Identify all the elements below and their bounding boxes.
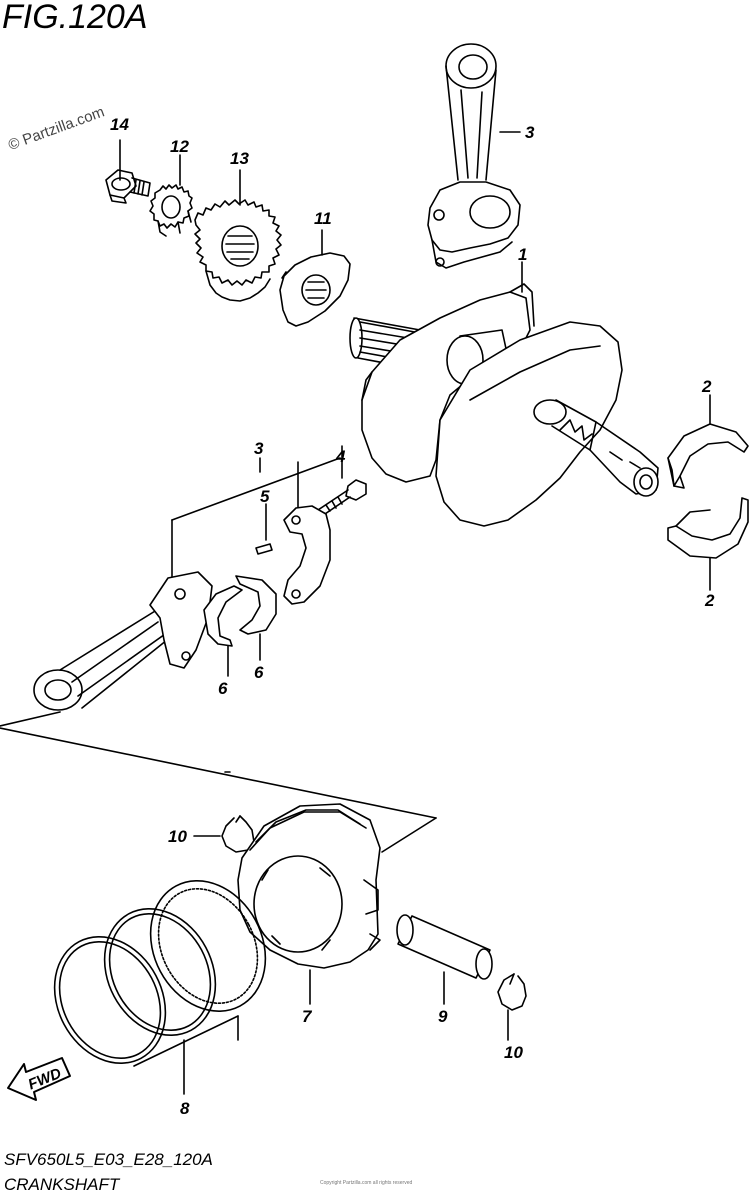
figure-code: SFV650L5_E03_E28_120A	[4, 1150, 213, 1169]
part-5-pin[interactable]	[255, 503, 273, 555]
figure-title: FIG.120A	[2, 0, 148, 36]
fwd-arrow-icon: FWD	[7, 1057, 71, 1101]
assembly-guide-lines	[0, 711, 437, 853]
part-12-gear[interactable]	[149, 154, 193, 237]
callout-6-a: 6	[218, 679, 228, 698]
part-7-piston[interactable]	[237, 803, 381, 1005]
callout-10-upper: 10	[168, 827, 187, 846]
callout-3-top: 3	[525, 123, 535, 142]
callout-8: 8	[180, 1099, 190, 1118]
copyright-note: Copyright Partzilla.com all rights reser…	[320, 1180, 413, 1186]
part-10-circlip-upper[interactable]	[193, 815, 255, 853]
callout-9: 9	[438, 1007, 448, 1026]
callout-6-b: 6	[254, 663, 264, 682]
part-6-bearing-b[interactable]	[235, 575, 277, 661]
part-3-rod-cap[interactable]	[283, 505, 331, 605]
part-2-bearing-upper[interactable]	[667, 394, 749, 489]
part-10-circlip-lower[interactable]	[497, 973, 527, 1041]
callout-10-lower: 10	[504, 1043, 523, 1062]
part-14-bolt[interactable]	[105, 139, 151, 204]
part-9-piston-pin[interactable]	[396, 914, 493, 1005]
part-11-washer[interactable]	[279, 229, 351, 327]
callout-12: 12	[170, 137, 189, 156]
callout-1: 1	[518, 245, 527, 264]
figure-name: CRANKSHAFT	[4, 1175, 120, 1194]
callout-4: 4	[335, 447, 346, 466]
callout-14: 14	[110, 115, 129, 134]
callout-13: 13	[230, 149, 249, 168]
callout-2-upper: 2	[701, 377, 712, 396]
callout-3-lower: 3	[254, 439, 264, 458]
callout-labels: 14 12 13 11 3 1 2 2 3 5 4 6 6 10 7 9 10 …	[110, 115, 715, 1118]
callout-2-lower: 2	[704, 591, 715, 610]
callout-5: 5	[260, 487, 270, 506]
part-8-piston-rings[interactable]	[33, 861, 288, 1095]
part-6-bearing-a[interactable]	[203, 585, 243, 677]
part-1-crankshaft[interactable]	[349, 261, 659, 527]
callout-11: 11	[314, 209, 332, 228]
part-13-gear[interactable]	[194, 169, 282, 302]
callout-7: 7	[302, 1007, 313, 1026]
part-2-bearing-lower[interactable]	[667, 497, 749, 591]
part-3-connecting-rod-top[interactable]	[427, 43, 521, 269]
bracket-part-3-assembly	[171, 457, 341, 581]
part-3-connecting-rod-lower[interactable]	[33, 571, 213, 711]
